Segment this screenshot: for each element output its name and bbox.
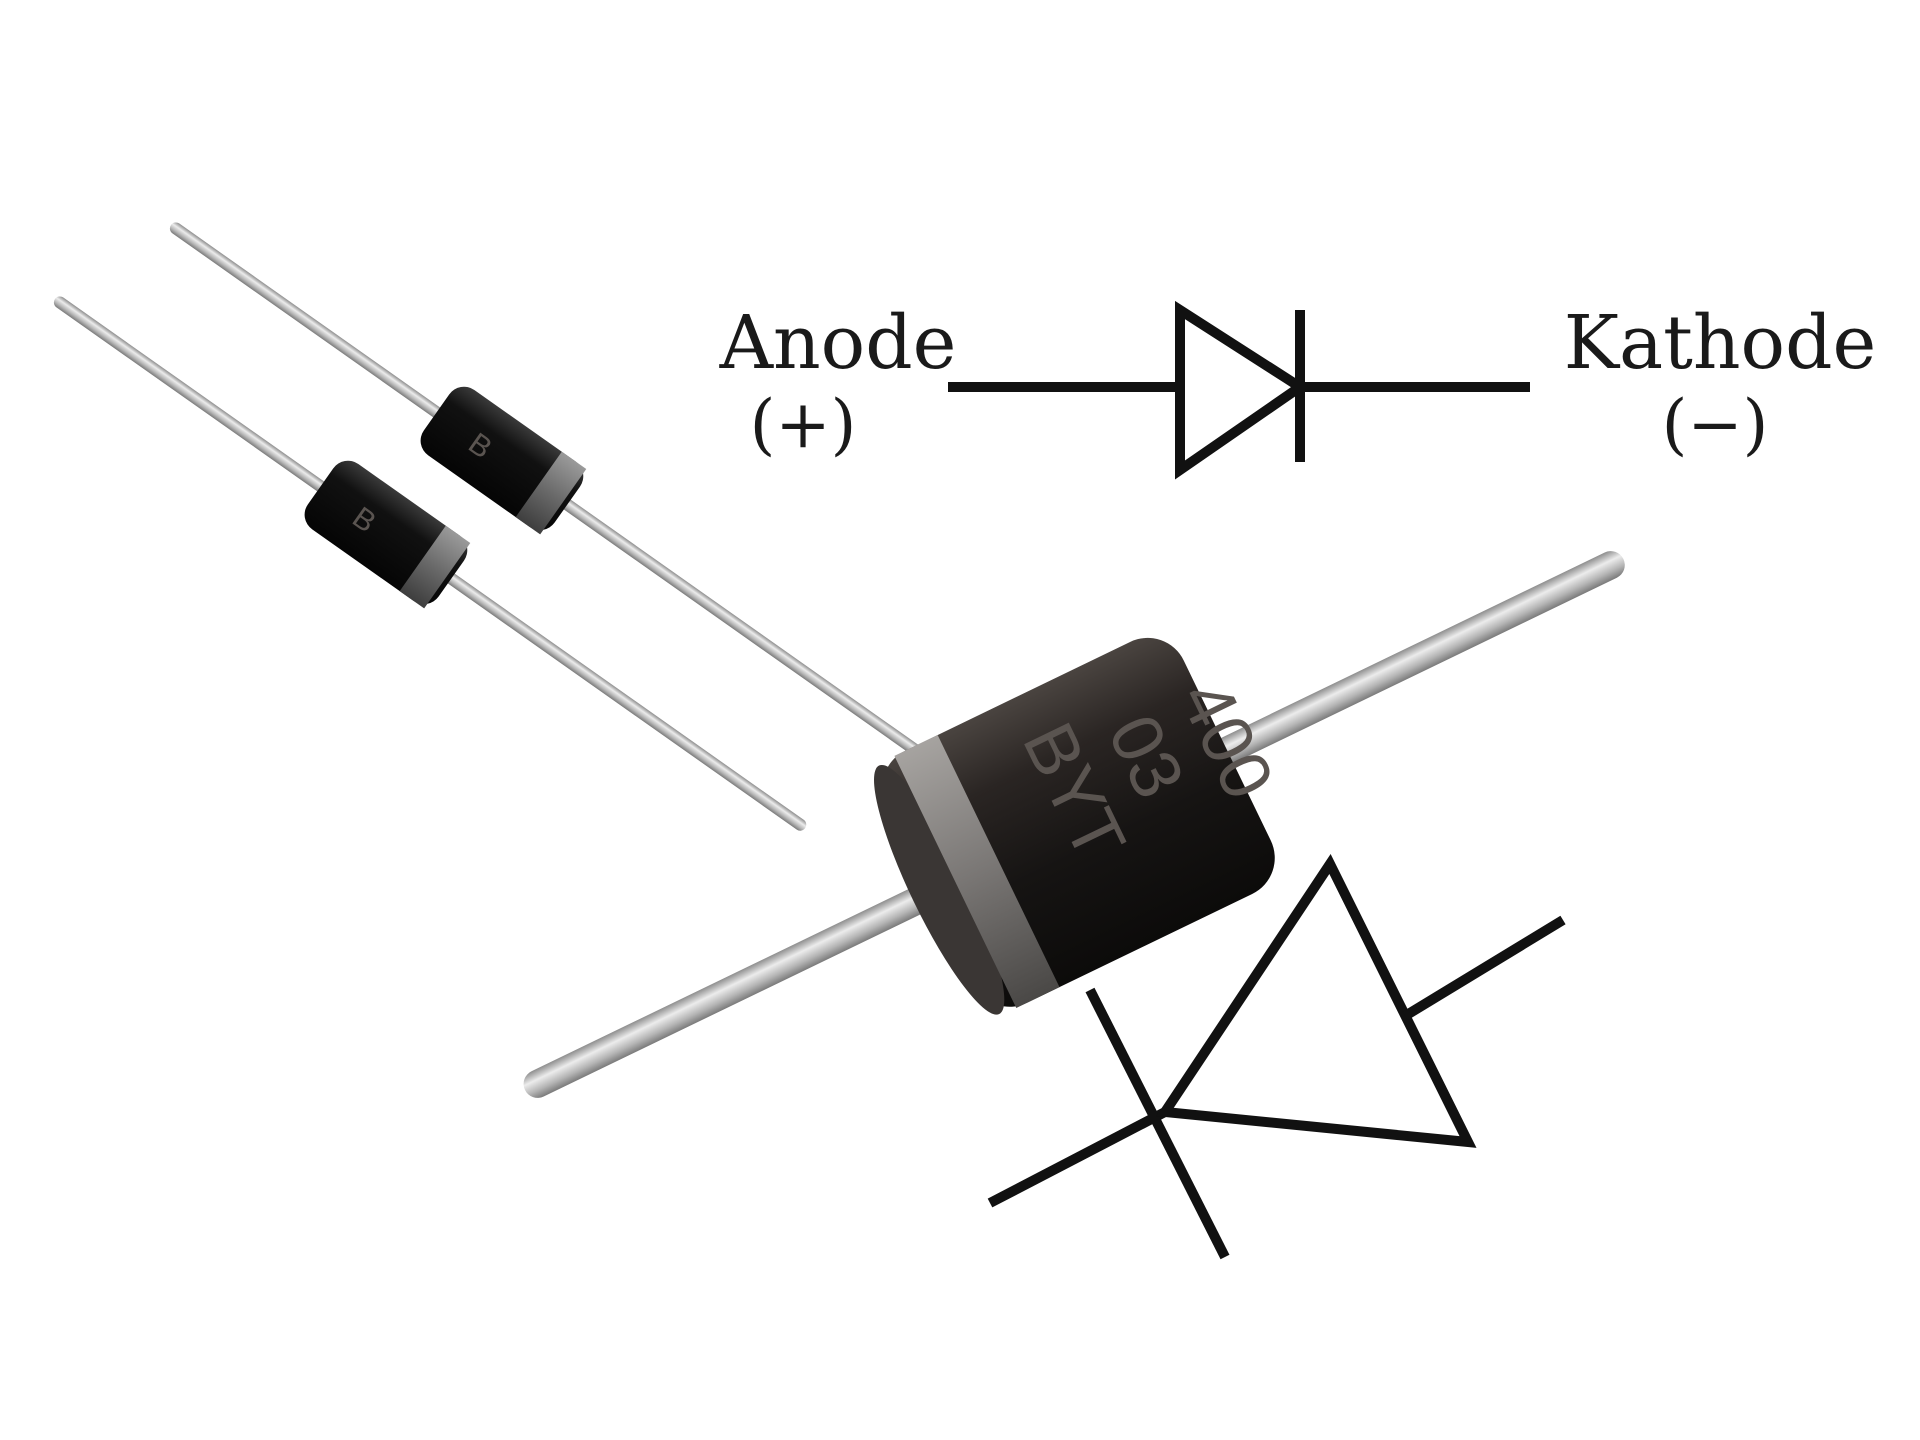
diode-end-cap [874, 764, 1005, 1015]
anode-wire [1402, 915, 1566, 1021]
diode-symbol-horizontal [948, 300, 1530, 480]
cathode-label: Kathode [1564, 300, 1877, 386]
cathode-band [399, 525, 471, 609]
small-diode-upper: B [169, 222, 923, 757]
large-diode: BYT 03 400 [523, 551, 1625, 1098]
cathode-wire [987, 1107, 1168, 1208]
anode-label: Anode [719, 300, 957, 386]
cathode-bar [1085, 987, 1230, 1260]
cathode-band [894, 735, 1060, 1009]
anode-sign-label: (+) [750, 386, 857, 463]
cathode-band [515, 451, 587, 535]
diode-triangle [1156, 854, 1477, 1148]
diode-symbol-rotated [987, 854, 1566, 1260]
cathode-sign-label: (−) [1662, 386, 1769, 463]
small-diode-lower: B [53, 296, 807, 831]
diode-triangle [1175, 300, 1310, 480]
